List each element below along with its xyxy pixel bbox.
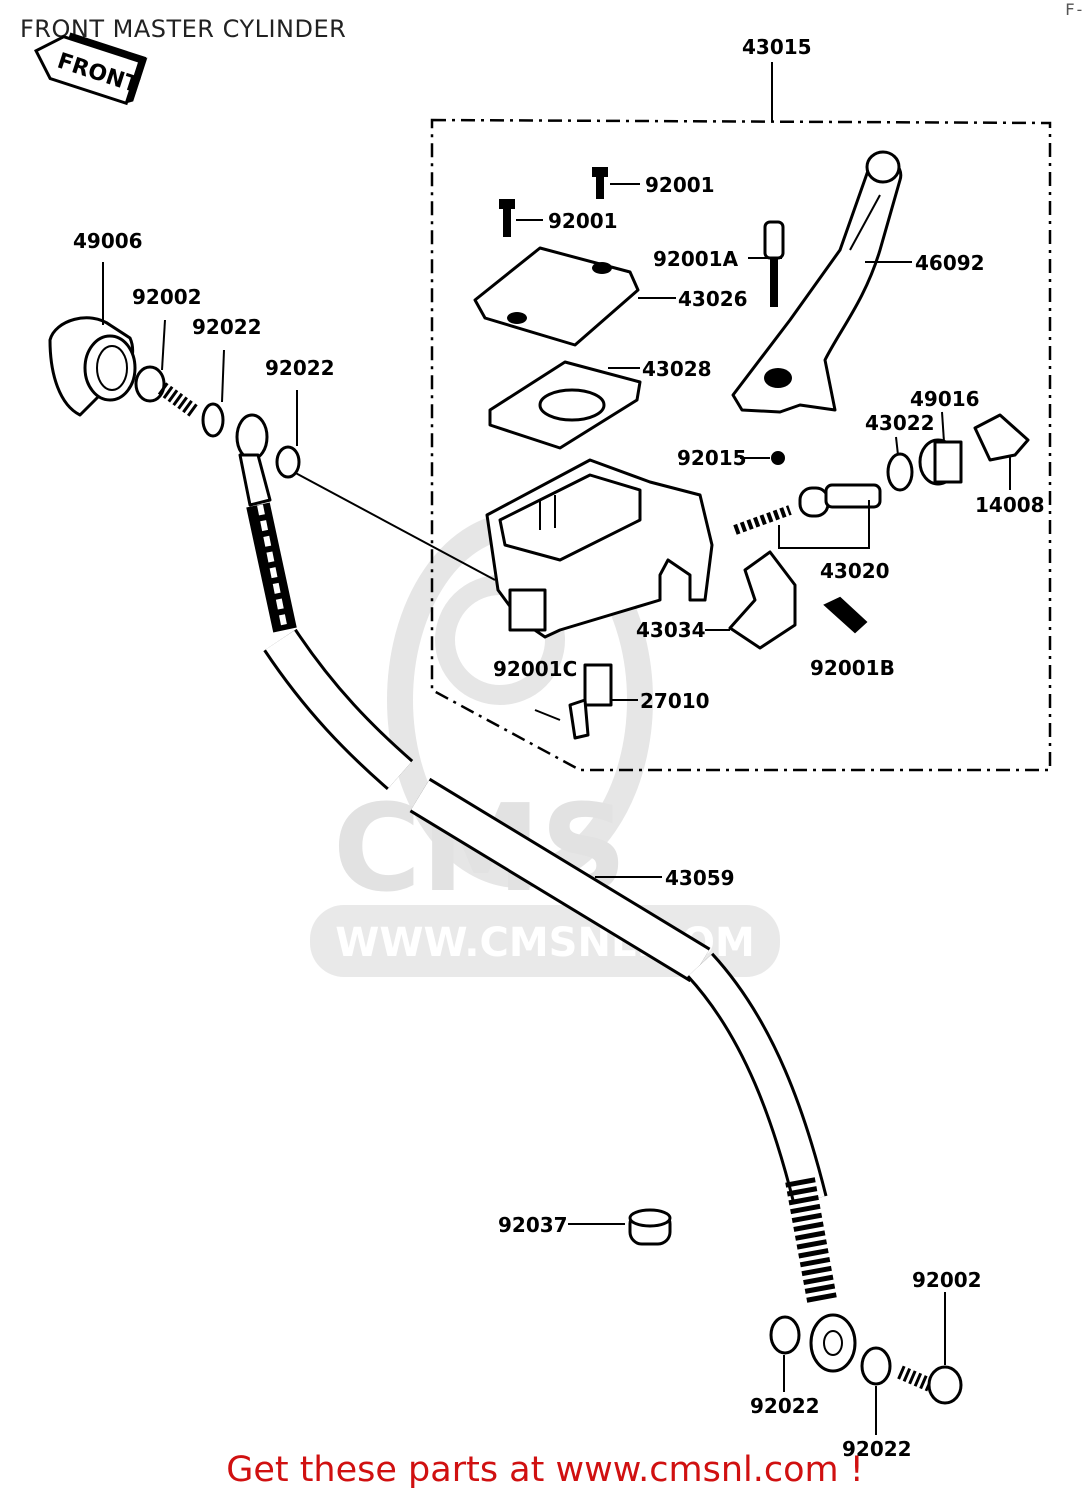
brake-lever-46092 bbox=[731, 150, 912, 414]
label-43034: 43034 bbox=[636, 618, 706, 642]
label-43059: 43059 bbox=[665, 866, 735, 890]
label-92001-lower: 92001 bbox=[548, 209, 618, 233]
clamp-14008 bbox=[973, 413, 1030, 490]
label-92037: 92037 bbox=[498, 1213, 568, 1237]
shop-link-footer[interactable]: Get these parts at www.cmsnl.com ! bbox=[226, 1450, 864, 1490]
washer-92022-bottom2 bbox=[860, 1346, 892, 1435]
label-43026: 43026 bbox=[678, 287, 748, 311]
bolt-92001B bbox=[823, 596, 868, 634]
washer-92022-top1 bbox=[201, 349, 225, 438]
brake-hose-43059 bbox=[235, 413, 837, 1303]
brake-switch-27010 bbox=[534, 663, 638, 740]
washer-43022 bbox=[886, 436, 914, 492]
label-92022-bottom2: 92022 bbox=[842, 1437, 912, 1461]
handlebar-clamp-43034 bbox=[705, 550, 797, 650]
label-49006: 49006 bbox=[73, 229, 143, 253]
grommet-92037 bbox=[568, 1208, 672, 1246]
cover-49006 bbox=[48, 262, 137, 417]
label-92001-upper: 92001 bbox=[645, 173, 715, 197]
label-92015: 92015 bbox=[677, 446, 747, 470]
banjo-fitting-bottom bbox=[809, 1313, 857, 1373]
label-46092: 46092 bbox=[915, 251, 985, 275]
banjo-bolt-92002-bottom bbox=[897, 1292, 963, 1405]
label-14008: 14008 bbox=[975, 493, 1045, 517]
label-92022-top1: 92022 bbox=[192, 315, 262, 339]
pivot-bolt-92001A bbox=[748, 220, 785, 307]
front-direction-arrow: FRONT bbox=[34, 32, 148, 106]
label-43020: 43020 bbox=[820, 559, 890, 583]
label-27010: 27010 bbox=[640, 689, 710, 713]
diaphragm-43028 bbox=[488, 360, 642, 450]
label-49016: 49016 bbox=[910, 387, 980, 411]
banjo-bolt-92002-top bbox=[134, 319, 200, 418]
washer-92022-bottom1 bbox=[769, 1315, 801, 1392]
label-92001B: 92001B bbox=[810, 656, 895, 680]
label-43028: 43028 bbox=[642, 357, 712, 381]
label-92002-bottom: 92002 bbox=[912, 1268, 982, 1292]
boot-49016 bbox=[918, 411, 963, 486]
corner-mark: F- bbox=[1065, 0, 1085, 19]
washer-92022-top2 bbox=[275, 390, 301, 479]
assembly-outline-43015 bbox=[430, 62, 1052, 772]
screw-92001-upper bbox=[592, 167, 640, 199]
piston-kit-43020 bbox=[733, 483, 882, 549]
screw-92015 bbox=[740, 451, 785, 465]
label-92001A: 92001A bbox=[653, 247, 739, 271]
reservoir-cap-43026 bbox=[473, 246, 676, 347]
label-43015: 43015 bbox=[742, 35, 812, 59]
screw-92001-lower bbox=[499, 199, 543, 237]
label-43022: 43022 bbox=[865, 411, 935, 435]
label-92022-bottom1: 92022 bbox=[750, 1394, 820, 1418]
label-92001C: 92001C bbox=[493, 657, 577, 681]
label-92002-top: 92002 bbox=[132, 285, 202, 309]
master-cylinder-body bbox=[289, 458, 714, 639]
label-92022-top2: 92022 bbox=[265, 356, 335, 380]
